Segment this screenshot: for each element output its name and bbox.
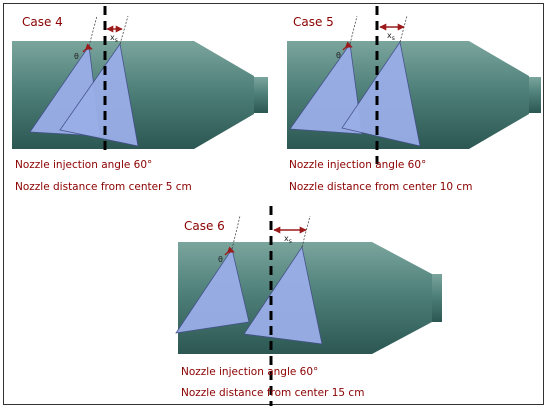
caption-angle: Nozzle injection angle 60°	[15, 159, 152, 171]
panel-case-5: xs θ Case 5 Nozzle injection angle 60° N…	[287, 6, 541, 193]
nozzle-axis-right	[399, 15, 408, 43]
caption-angle: Nozzle injection angle 60°	[181, 366, 318, 378]
caption-distance: Nozzle distance from center 10 cm	[289, 181, 472, 193]
xs-label: xs	[284, 234, 292, 245]
spray-cone-right	[59, 42, 139, 147]
caption-distance: Nozzle distance from center 15 cm	[181, 387, 364, 399]
nozzle-axis-left	[349, 15, 358, 45]
caption-angle: Nozzle injection angle 60°	[289, 159, 426, 171]
panel-case-6: xs θ Case 6 Nozzle injection angle 60° N…	[175, 206, 442, 406]
nozzle-axis-left	[88, 15, 98, 47]
caption-distance: Nozzle distance from center 5 cm	[15, 181, 192, 193]
theta-arc	[342, 41, 353, 51]
panel-title: Case 4	[22, 15, 63, 29]
nozzle-axis-right	[301, 215, 311, 248]
figure-frame: xs θ Case 4 Nozzle injection angle 60° N…	[3, 3, 544, 406]
spray-cone-right	[341, 40, 421, 147]
nozzle-axis-left	[231, 215, 241, 250]
xs-label: xs	[387, 31, 395, 42]
figure-canvas: xs θ Case 4 Nozzle injection angle 60° N…	[12, 6, 541, 406]
theta-label: θ	[74, 52, 79, 61]
spray-cone-left	[175, 248, 250, 334]
panel-title: Case 5	[293, 15, 334, 29]
theta-label: θ	[336, 51, 341, 60]
theta-arc	[82, 43, 93, 53]
panel-title: Case 6	[184, 219, 225, 233]
nozzle-axis-right	[119, 15, 129, 45]
xs-label: xs	[110, 33, 118, 44]
spray-cone-left	[289, 42, 363, 135]
theta-label: θ	[218, 255, 223, 264]
spray-cone-right	[243, 245, 323, 345]
panel-case-4: xs θ Case 4 Nozzle injection angle 60° N…	[12, 6, 268, 193]
theta-arc	[224, 246, 235, 256]
